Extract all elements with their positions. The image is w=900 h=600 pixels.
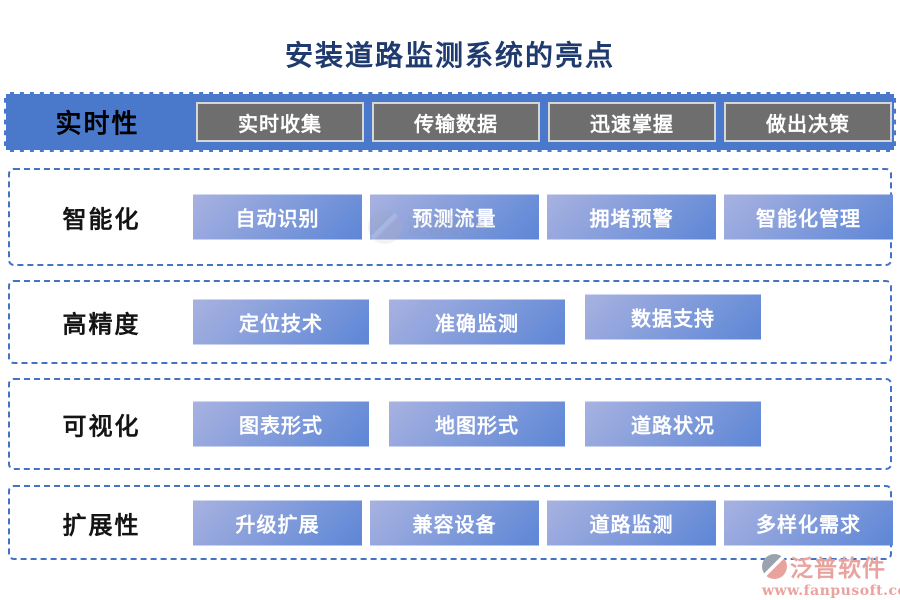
row-label-realtime: 实时性 bbox=[55, 109, 140, 140]
item-block: 数据支持 bbox=[585, 294, 761, 340]
row-items-extensibility: 升级扩展兼容设备道路监测多样化需求 bbox=[193, 500, 893, 545]
row-label-intelligent: 智能化 bbox=[62, 204, 141, 234]
brand-name: 泛普软件 bbox=[790, 555, 886, 582]
row-label-extensibility: 扩展性 bbox=[62, 510, 141, 539]
item-block: 传输数据 bbox=[372, 102, 540, 142]
item-block: 图表形式 bbox=[193, 401, 369, 447]
row-items-intelligent: 自动识别预测流量拥堵预警智能化管理 bbox=[193, 194, 893, 240]
row-label-precision: 高精度 bbox=[62, 309, 141, 339]
item-block: 拥堵预警 bbox=[547, 194, 716, 240]
item-block: 多样化需求 bbox=[724, 500, 893, 545]
item-block: 准确监测 bbox=[389, 299, 565, 345]
row-label-visualization: 可视化 bbox=[62, 411, 141, 441]
item-block: 迅速掌握 bbox=[548, 102, 716, 142]
brand-watermark: 泛普软件 www.fanpusoft.com bbox=[762, 549, 900, 599]
fanpu-logo-icon bbox=[762, 553, 787, 579]
item-block: 升级扩展 bbox=[193, 500, 362, 545]
row-precision: 高精度 定位技术准确监测数据支持 bbox=[8, 280, 892, 364]
row-visualization: 可视化 图表形式地图形式道路状况 bbox=[8, 378, 892, 470]
item-block: 定位技术 bbox=[193, 299, 369, 345]
item-block: 实时收集 bbox=[196, 102, 364, 142]
row-items-realtime: 实时收集传输数据迅速掌握做出决策 bbox=[196, 102, 892, 142]
item-block: 地图形式 bbox=[389, 401, 565, 447]
page-title: 安装道路监测系统的亮点 bbox=[284, 39, 615, 72]
row-items-precision: 定位技术准确监测数据支持 bbox=[193, 294, 761, 345]
row-intelligent: 智能化 自动识别预测流量拥堵预警智能化管理 bbox=[8, 168, 893, 266]
brand-url: www.fanpusoft.com bbox=[762, 583, 900, 599]
row-extensibility: 扩展性 升级扩展兼容设备道路监测多样化需求 bbox=[8, 485, 893, 560]
item-block: 道路监测 bbox=[547, 500, 716, 545]
row-realtime: 实时性 实时收集传输数据迅速掌握做出决策 bbox=[4, 92, 896, 152]
item-block: 自动识别 bbox=[193, 194, 362, 240]
item-block: 道路状况 bbox=[585, 401, 761, 447]
item-block: 兼容设备 bbox=[370, 500, 539, 545]
row-items-visualization: 图表形式地图形式道路状况 bbox=[193, 401, 761, 447]
item-block: 预测流量 bbox=[370, 194, 539, 240]
item-block: 智能化管理 bbox=[724, 194, 893, 240]
brand-row: 泛普软件 bbox=[762, 549, 900, 583]
item-block: 做出决策 bbox=[724, 102, 892, 142]
